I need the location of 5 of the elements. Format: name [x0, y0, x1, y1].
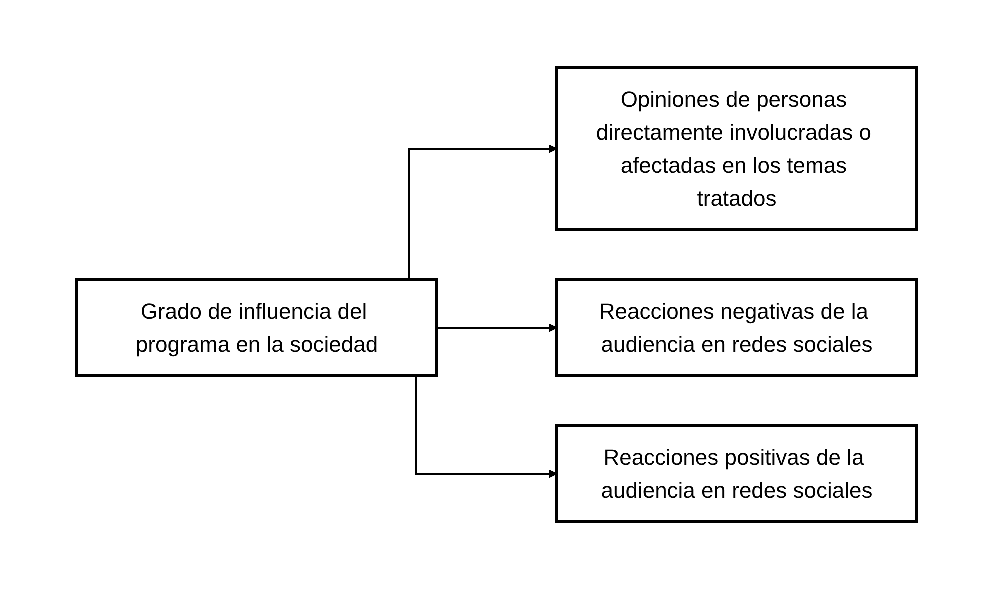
node-box: Reacciones positivas de la audiencia en redes sociales: [556, 424, 918, 524]
node-box: Opiniones de personas directamente involucradas o afectadas en los temas tratados: [556, 66, 918, 232]
node-box: Reacciones negativas de la audiencia en redes sociales: [556, 278, 918, 378]
arrow: [437, 324, 558, 332]
node-box: Grado de influencia del programa en la sociedad: [76, 278, 438, 378]
